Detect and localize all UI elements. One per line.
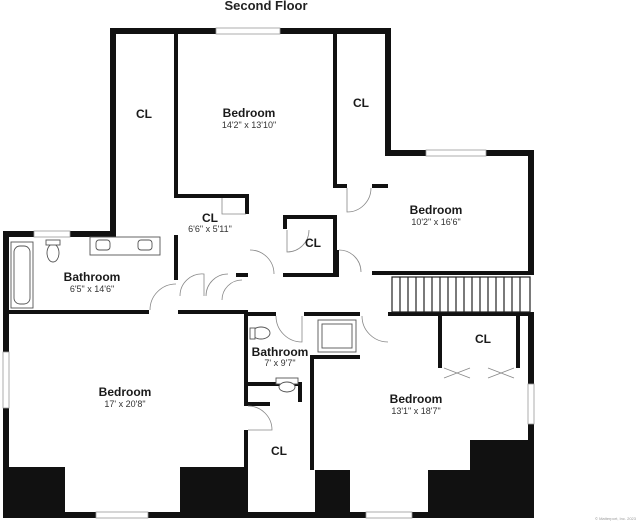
bedroom-right-dims: 10'2" x 16'6" [411,217,460,227]
bedroom-left-dims: 17' x 20'8" [104,399,145,409]
bedroom-bottom-right-dims: 13'1" x 18'7" [391,406,440,416]
sink-icon [95,239,111,251]
bathroom-left-name: Bathroom [64,270,121,284]
closet-bottom-right: CL [475,332,491,346]
sink-icon [137,239,153,251]
staircase [391,276,531,313]
bedroom-top-dims: 14'2" x 13'10" [222,120,276,130]
bathroom-center-name: Bathroom [252,345,309,359]
interior-walls [9,34,528,512]
bathroom-center-dims: 7' x 9'7" [264,358,295,368]
copyright-credit: © Matterport, Inc. 2023 [595,516,637,521]
hall-closet-name: CL [202,211,218,225]
closet-top-right: CL [353,96,369,110]
bathroom-left-dims: 6'5" x 14'6" [70,284,114,294]
closet-small: CL [305,236,321,250]
closet-bottom-center: CL [271,444,287,458]
room-labels: Bedroom 14'2" x 13'10" Bedroom 10'2" x 1… [64,96,491,458]
toilet-icon [46,243,60,263]
fixtures [10,236,357,393]
hall-closet-dims: 6'6" x 5'11" [188,224,232,234]
windows [2,27,535,519]
bedroom-bottom-right-name: Bedroom [390,392,443,406]
bedroom-left-name: Bedroom [99,385,152,399]
bedroom-right-name: Bedroom [410,203,463,217]
closet-top-left: CL [136,107,152,121]
door-swings [149,187,515,431]
bedroom-top-name: Bedroom [223,106,276,120]
floor-title: Second Floor [224,0,307,13]
